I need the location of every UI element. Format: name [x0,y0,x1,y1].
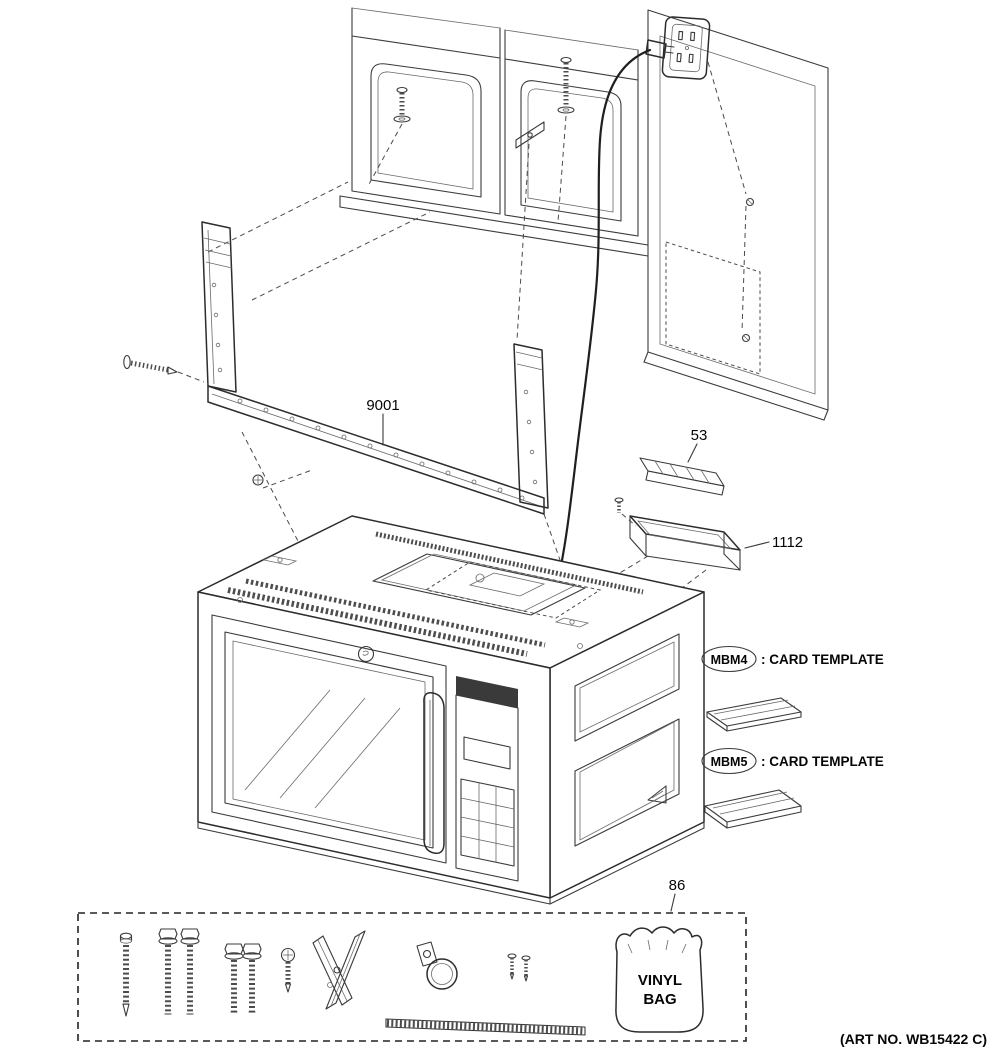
power-outlet-drawing [645,16,711,80]
card-template-2-drawing [704,789,802,829]
microwave-drawing [197,515,705,905]
projection-dashed-lines [177,61,747,613]
mbm5-label: : CARD TEMPLATE [761,754,884,769]
toggle-anchor-icon [312,930,366,1010]
mounting-plate-drawing [201,221,549,515]
vinyl-bag-label-line2: BAG [643,991,676,1008]
mbm4-label: : CARD TEMPLATE [761,652,884,667]
vinyl-bag: VINYL BAG [615,926,704,1033]
door-handle [423,691,445,855]
wall-cabinets-drawing [339,7,829,421]
part-label-86: 86 [669,877,686,894]
mounting-bolt-icon [224,943,244,1013]
lag-screw-icon [119,932,133,1017]
part-label-86-group: 86 [669,877,686,912]
art-number-footer: (ART NO. WB15422 C) [840,1031,987,1047]
machine-screw-icon [507,953,517,980]
box-screw-icon [614,497,624,513]
cabinet-screw-hole-icon [745,197,755,207]
card-template-1-drawing [706,697,802,732]
hardware-kit-box: VINYL BAG [77,912,747,1042]
part-1112-drawing [614,497,741,571]
toggle-wing-icon [515,121,545,149]
mbm5-code: MBM5 [711,755,748,769]
mounting-bolt-icon [158,928,178,1015]
part-label-9001: 9001 [366,397,399,414]
mounting-bolt-icon [242,943,262,1013]
top-mounting-bolts [393,56,575,149]
fan-mark-icon [647,785,667,804]
machine-screw-icon [521,955,531,982]
power-cord [538,48,652,618]
mbm4-callout: MBM4 : CARD TEMPLATE [701,645,884,673]
cable-clamp-icon [416,941,458,990]
mounting-bolt-icon [180,928,200,1015]
toggle-bolt-icon [557,56,575,114]
side-mounting-screw-icon [123,354,178,375]
microwave-side-panels [574,633,680,847]
power-plug-icon [645,39,675,59]
part-label-9001-group: 9001 [366,397,400,446]
part-label-1112: 1112 [772,534,803,551]
microwave-door [211,614,447,864]
mbm4-code: MBM4 [711,653,748,667]
part-label-1112-group: 1112 [744,534,803,551]
part-53-drawing [639,457,725,496]
spring-strip-icon [385,1018,586,1036]
toggle-bolt-icon [393,86,411,123]
mbm5-callout: MBM5 : CARD TEMPLATE [701,747,884,775]
ge-logo-icon [357,645,375,663]
microwave-top-details [227,531,644,657]
part-label-53: 53 [691,427,708,444]
vinyl-bag-label-line1: VINYL [638,972,682,989]
part-label-53-group: 53 [687,427,708,463]
pan-head-screw-icon [280,947,296,993]
frame-screw-icon [252,474,264,486]
cabinet-screw-hole-icon [741,333,751,343]
control-panel [455,676,519,882]
